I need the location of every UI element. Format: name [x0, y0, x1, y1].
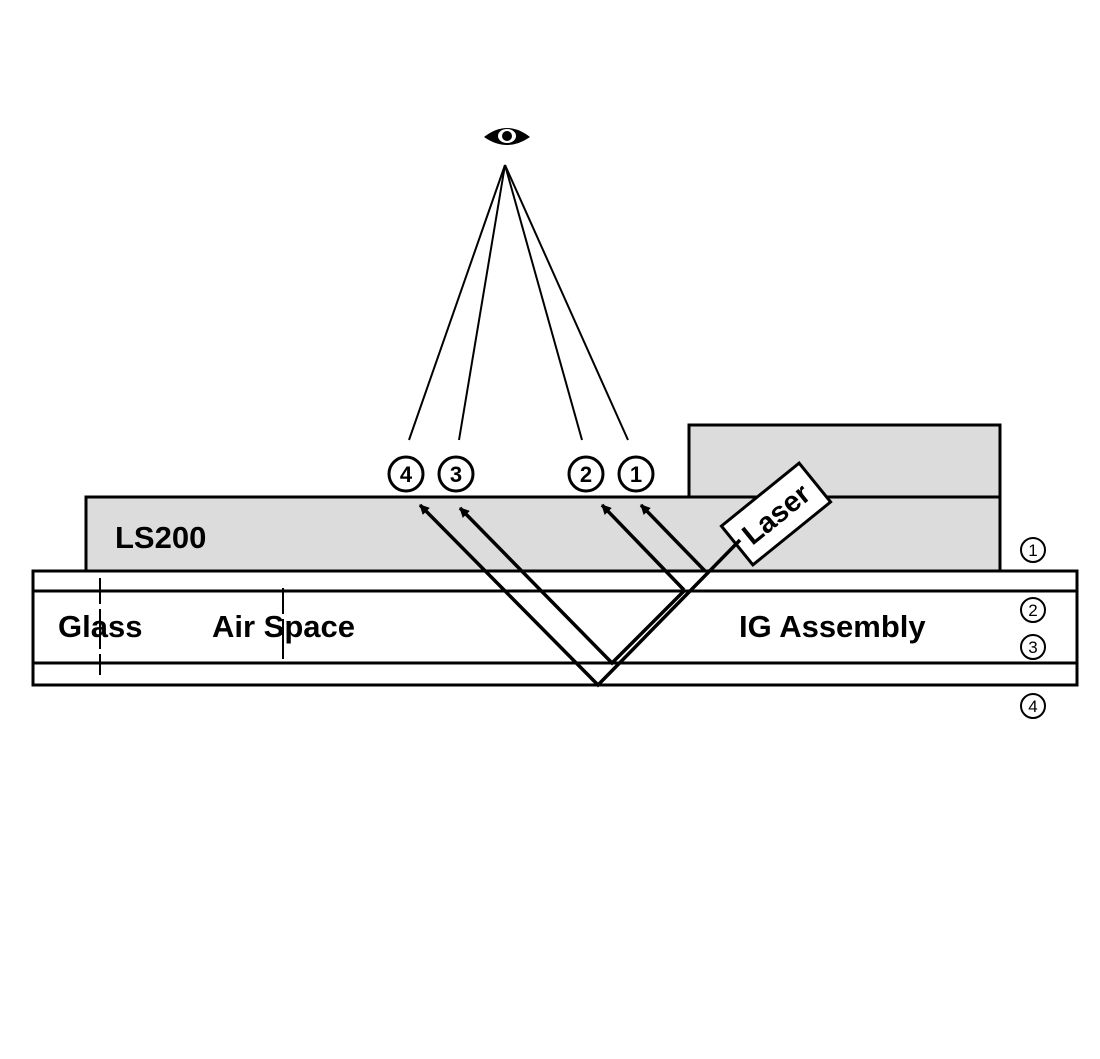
ig-assembly: [31, 569, 1079, 687]
side-marker-4: 4: [1028, 697, 1037, 716]
side-marker-2: 2: [1028, 601, 1037, 620]
ls200-label: LS200: [115, 520, 206, 555]
side-marker-1: 1: [1028, 541, 1037, 560]
eye-icon: [484, 128, 530, 145]
marker-surface-4: 4: [400, 462, 413, 487]
reflection-markers-top: 4 3 2 1: [387, 455, 655, 493]
surface-markers-side: 1 2 3 4: [1020, 537, 1046, 719]
marker-surface-1: 1: [630, 462, 642, 487]
side-marker-3: 3: [1028, 638, 1037, 657]
air-space-label: Air Space: [212, 609, 355, 644]
glass-label: Glass: [58, 609, 142, 644]
marker-surface-3: 3: [450, 462, 462, 487]
laser-beams: [418, 503, 742, 688]
sight-lines: [408, 164, 629, 441]
ls200-housing: [84, 495, 1002, 573]
marker-surface-2: 2: [580, 462, 592, 487]
housing-upper-block: [687, 423, 1002, 500]
ig-assembly-label: IG Assembly: [739, 609, 926, 644]
